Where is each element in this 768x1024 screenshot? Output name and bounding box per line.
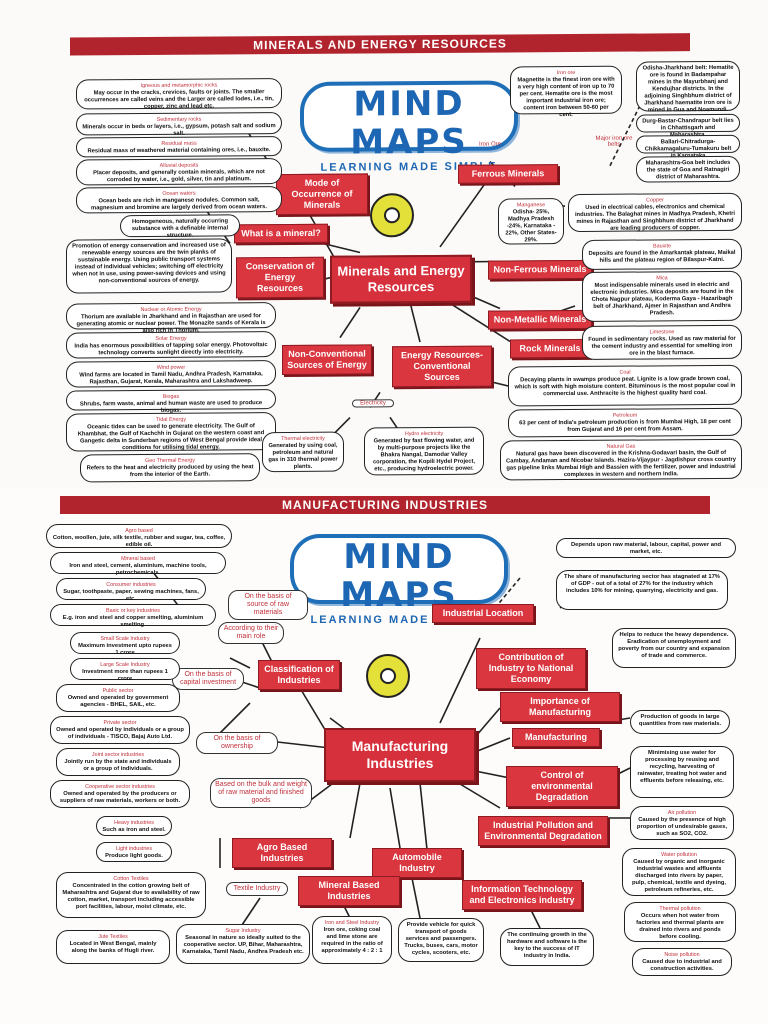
non-ferrous-box: Non-Ferrous Minerals (488, 259, 592, 280)
minimising-note: Minimising use water for processing by r… (630, 746, 734, 798)
source-basis-label: On the basis of source of raw materials (228, 590, 308, 620)
central-topic: Minerals and Energy Resources (330, 254, 472, 304)
conventional-box: Energy Resources- Conventional Sources (392, 345, 492, 388)
manufacturing-page: MANUFACTURING INDUSTRIES MIND MAPS LEARN… (0, 488, 768, 1024)
promotion-note: Promotion of energy conservation and inc… (66, 238, 232, 294)
non-metallic-box: Non-Metallic Minerals (488, 309, 592, 330)
connector-lines (149, 567, 631, 929)
production-note: Production of goods in large quantities … (630, 710, 730, 734)
electricity-label: Electricity (352, 399, 394, 408)
pollution-box: Industrial Pollution and Environmental D… (478, 816, 608, 846)
agro-industries-box: Agro Based Industries (232, 838, 332, 868)
minerals-energy-page: MINERALS AND ENERGY RESOURCES MIND MAPS … (0, 0, 768, 512)
conservation-box: Conservation of Energy Resources (236, 256, 324, 299)
it-note: The continuing growth in the hardware an… (500, 928, 594, 966)
role-basis-label: According to their main role (218, 622, 284, 644)
automobile-box: Automobile Industry (372, 848, 462, 878)
mind-maps-logo-2: MIND MAPS LEARNING MADE SIMPLE (290, 534, 508, 626)
ballari-belt-note: Ballari-Chitradurga-Chikkamagaluru-Tumak… (636, 134, 740, 159)
durg-belt-note: Durg-Bastar-Chandrapur belt lies in Chha… (636, 113, 740, 138)
mode-of-occurrence-box: Mode of Occurrence of Minerals (276, 173, 368, 216)
logo-title: MIND MAPS (350, 83, 468, 163)
classification-box: Classification of Industries (258, 660, 340, 690)
manufacturing-box: Manufacturing (512, 728, 600, 747)
ferrous-box: Ferrous Minerals (458, 164, 558, 184)
gear-icon (366, 654, 410, 698)
control-degradation-box: Control of environmental Degradation (506, 766, 618, 807)
homogeneous-note: Homogeneous, naturally occurring substan… (120, 214, 240, 239)
helps-note: Helps to reduce the heavy dependence. Er… (612, 628, 736, 668)
textile-label: Textile Industry (226, 882, 288, 896)
page2-banner: MANUFACTURING INDUSTRIES (60, 496, 710, 514)
depends-note: Depends upon raw material, labour, capit… (556, 538, 736, 558)
it-industry-box: Information Technology and Electronics i… (462, 880, 582, 910)
industrial-location-box: Industrial Location (432, 604, 534, 623)
iron-ore-label: Iron Ore (478, 141, 501, 148)
major-belts-label: Major iron ore belts (595, 135, 633, 148)
importance-box: Importance of Manufacturing (500, 692, 620, 722)
gear-icon (370, 193, 414, 238)
mineral-industries-box: Mineral Based Industries (298, 876, 400, 906)
contribution-box: Contribution of Industry to National Eco… (476, 648, 586, 689)
non-conventional-box: Non-Conventional Sources of Energy (282, 344, 372, 376)
automobile-note: Provide vehicle for quick transport of g… (398, 918, 484, 962)
ownership-basis-label: On the basis of ownership (196, 732, 278, 754)
what-is-mineral-box: What is a mineral? (234, 223, 328, 244)
central-topic-2: Manufacturing Industries (324, 728, 476, 782)
goa-belt-note: Maharashtra-Goa belt includes the state … (636, 155, 740, 183)
rock-minerals-box: Rock Minerals (510, 338, 590, 359)
odisha-belt-note: Odisha-Jharkhand belt: Hematite ore is f… (636, 60, 740, 113)
capital-basis-label: On the basis of capital investment (172, 668, 244, 690)
logo-title: MIND MAPS (340, 537, 458, 615)
share-note: The share of manufacturing sector has st… (556, 570, 728, 610)
bulk-basis-label: Based on the bulk and weight of raw mate… (210, 778, 312, 808)
